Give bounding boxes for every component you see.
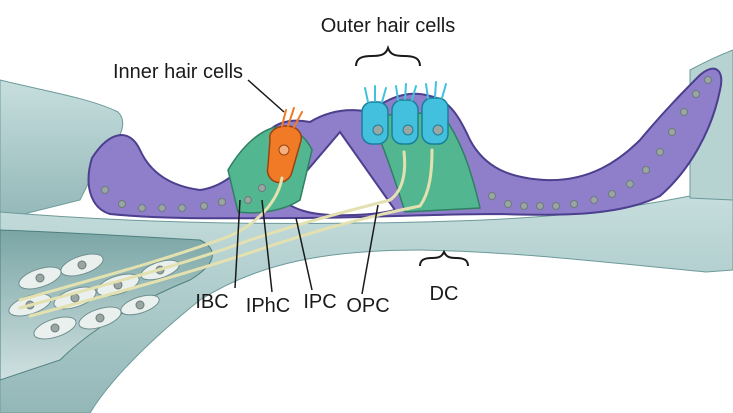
leader-opc xyxy=(361,204,379,295)
ibc-label: IBC xyxy=(195,291,228,313)
outer-hair-cell-nuclei xyxy=(372,124,444,136)
dc-label: DC xyxy=(430,283,459,305)
inner-hair-cell-nucleus xyxy=(278,144,290,156)
nerve-fibers xyxy=(18,148,434,318)
iphc-label: IPhC xyxy=(246,295,290,317)
outer-hair-cells-bracket xyxy=(355,44,421,67)
inner-hair-cells-label: Inner hair cells xyxy=(113,61,243,83)
ipc-label: IPC xyxy=(303,291,336,313)
outer-hair-cells xyxy=(361,97,449,145)
epithelial-nuclei xyxy=(101,76,712,212)
leader-lines xyxy=(234,79,379,295)
inner-hair-cell-stereocilia xyxy=(281,107,303,128)
leader-ipc xyxy=(295,217,313,291)
leader-ibc xyxy=(234,199,241,289)
opc-label: OPC xyxy=(346,295,389,317)
leader-iphc xyxy=(261,199,273,293)
leader-inner-hair-cells xyxy=(247,79,285,113)
dc-bracket xyxy=(419,249,469,267)
outer-hair-cell-stereocilia xyxy=(364,81,447,103)
outer-hair-cells-label: Outer hair cells xyxy=(321,15,456,37)
outer-hair-cell xyxy=(421,97,449,145)
outer-hair-cell xyxy=(391,99,419,145)
outer-hair-cell xyxy=(361,101,389,145)
